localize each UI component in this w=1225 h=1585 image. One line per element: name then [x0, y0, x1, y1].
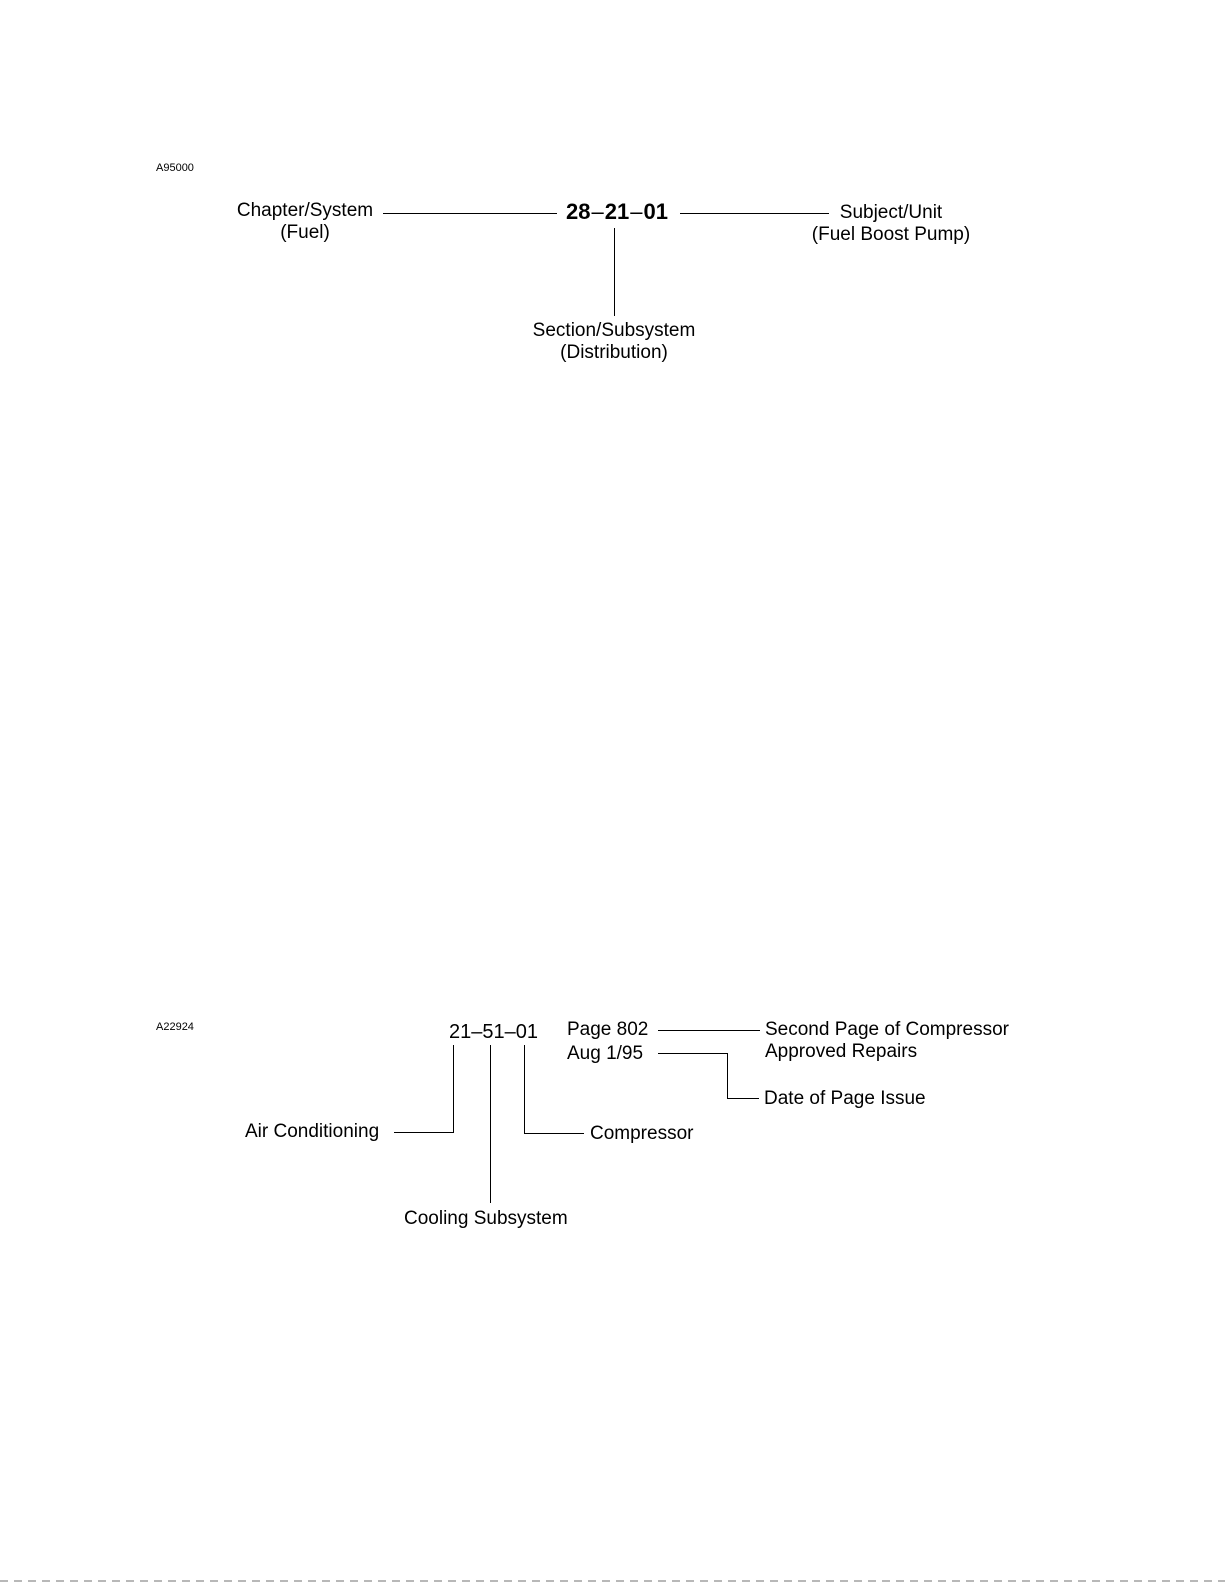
- figure-id-1: A95000: [156, 162, 194, 174]
- page-leader-line: [658, 1030, 760, 1031]
- second-page-label: Second Page of Compressor Approved Repai…: [765, 1019, 1009, 1063]
- section-leader-line: [614, 228, 615, 316]
- date-leader-line-top: [658, 1053, 728, 1054]
- air-conditioning-leader-horizontal: [394, 1132, 454, 1133]
- code-separator: –: [590, 199, 604, 224]
- page-date: Aug 1/95: [567, 1043, 643, 1065]
- cooling-leader-line: [490, 1045, 491, 1203]
- ata-code-bold: 28–21–01: [566, 200, 668, 224]
- code-subject: 01: [643, 199, 667, 224]
- chapter-line-2: (Fuel): [222, 222, 388, 244]
- subject-label: Subject/Unit (Fuel Boost Pump): [800, 202, 982, 246]
- figure-id-2: A22924: [156, 1021, 194, 1033]
- second-page-line-1: Second Page of Compressor: [765, 1019, 1009, 1041]
- subject-line-2: (Fuel Boost Pump): [800, 224, 982, 246]
- ata-code-plain: 21–51–01: [449, 1021, 538, 1043]
- subject-leader-line: [680, 213, 829, 214]
- second-page-line-2: Approved Repairs: [765, 1041, 1009, 1063]
- page-number: Page 802: [567, 1019, 648, 1041]
- section-label: Section/Subsystem (Distribution): [520, 320, 708, 364]
- code-separator: –: [629, 199, 643, 224]
- page-edge-dashes: [0, 1580, 1225, 1582]
- compressor-leader-vertical: [524, 1045, 525, 1134]
- code-section: 21: [605, 199, 629, 224]
- cooling-subsystem-label: Cooling Subsystem: [404, 1208, 568, 1230]
- chapter-label: Chapter/System (Fuel): [222, 200, 388, 244]
- compressor-label: Compressor: [590, 1123, 693, 1145]
- code-chapter: 28: [566, 199, 590, 224]
- date-issue-label: Date of Page Issue: [764, 1088, 926, 1110]
- section-line-1: Section/Subsystem: [520, 320, 708, 342]
- date-leader-line-vertical: [727, 1053, 728, 1099]
- air-conditioning-leader-vertical: [453, 1045, 454, 1133]
- compressor-leader-horizontal: [524, 1133, 584, 1134]
- date-leader-line-bottom: [727, 1098, 759, 1099]
- chapter-leader-line: [383, 213, 557, 214]
- air-conditioning-label: Air Conditioning: [245, 1121, 379, 1143]
- chapter-line-1: Chapter/System: [222, 200, 388, 222]
- section-line-2: (Distribution): [520, 342, 708, 364]
